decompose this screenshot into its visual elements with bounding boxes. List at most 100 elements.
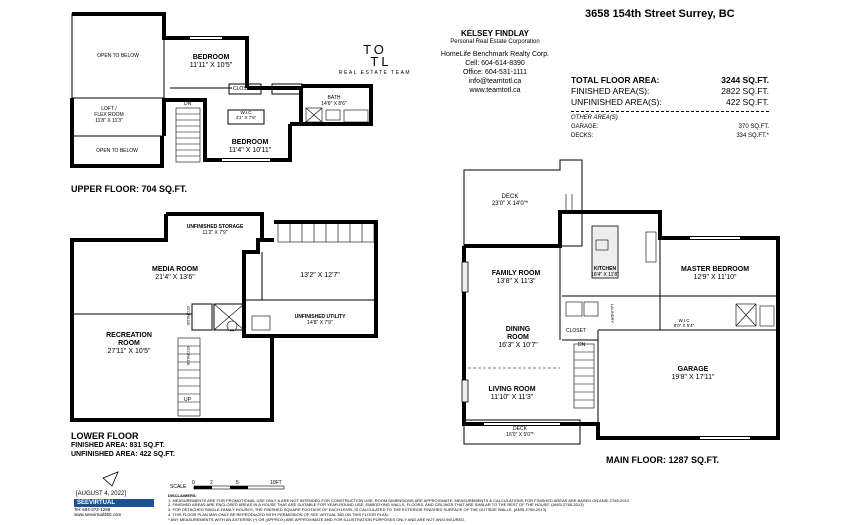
rec-name-2: ROOM (118, 340, 140, 347)
deck-bottom-dim: 16'0" X 5'0"* (506, 432, 534, 438)
agent-title: Personal Real Estate Corporation (450, 39, 540, 45)
total-area-value: 3244 SQ.FT. (721, 75, 769, 85)
disclaimer-3: 3. FOR DETACHED SINGLE-FAMILY HOUSES, TH… (168, 507, 547, 513)
lower-unfinished-area: UNFINISHED AREA: 422 SQ.FT. (71, 451, 175, 458)
decks-area-label: DECKS: (571, 133, 594, 139)
agent-email[interactable]: info@teamtotl.ca (468, 78, 522, 85)
main-wic-dim: 8'0" X 5'4" (673, 323, 695, 328)
wic-dim: 4'1" X 7'6" (235, 115, 257, 120)
main-floor-plan (461, 159, 780, 445)
storage-dim: 11'2" X 7'9" (202, 230, 228, 236)
master-dim: 12'9" X 11'10" (693, 274, 737, 281)
upper-bath: BATH 14'6" X 8'6" (304, 95, 364, 107)
main-closet: CLOSET (566, 328, 587, 334)
brand-phone: Tel: 604-372-1288 (74, 507, 111, 512)
scale-2: 2 (210, 480, 213, 486)
rec-name: RECREATION (106, 332, 152, 339)
upper-closet-1: CLOSET (233, 86, 254, 92)
deck-top-name: DECK (501, 194, 519, 200)
garage-dim: 19'8" X 17'11" (671, 374, 715, 381)
disclaimer-1: 1. MEASUREMENTS ARE FOR PROMOTIONAL USE … (168, 497, 629, 503)
lower-storage: UNFINISHED STORAGE 11'2" X 7'9" (170, 224, 260, 236)
finished-area-value: 2822 SQ.FT. (721, 86, 769, 96)
lower-finished-area: FINISHED AREA: 831 SQ.FT. (71, 442, 165, 449)
main-garage: GARAGE 19'8" X 17'11" (648, 366, 738, 382)
upper-open-below-2: OPEN TO BELOW (96, 148, 138, 154)
upper-bedroom-1: BEDROOM 11'11" X 10'5" (180, 54, 242, 70)
utility-name: UNFINISHED UTILITY (294, 314, 346, 320)
dining-dim: 16'3" X 10'7" (498, 342, 538, 349)
loft-name-2: FLEX ROOM (94, 112, 124, 118)
lower-up: UP (184, 397, 191, 403)
seevirtual-logo: SEEVIRTUAL Tel: 604-372-1288 www.seevirt… (74, 499, 154, 521)
area-summary: TOTAL FLOOR AREA: 3244 SQ.FT. FINISHED AR… (571, 75, 769, 141)
dining-name-2: ROOM (507, 334, 529, 341)
upper-closet-2: CLOSET (275, 86, 296, 92)
lower-utility: UNFINISHED UTILITY 14'8" X 7'9" (270, 314, 370, 326)
garage-area-label: GARAGE: (571, 124, 599, 130)
main-master-bedroom: MASTER BEDROOM 12'9" X 11'10" (665, 266, 765, 282)
main-wic-name: W.I.C (678, 318, 690, 323)
agent-brokerage: HomeLife Benchmark Realty Corp. (440, 51, 550, 58)
team-logo: TO TL REAL ESTATE TEAM (330, 42, 420, 76)
lower-storage-small-2: STORAGE (186, 346, 191, 366)
utility-dim: 14'8" X 7'9" (307, 320, 333, 326)
disclaimer-5: * ANY MEASUREMENTS WITH AN ASTERISK (*) … (168, 516, 466, 522)
main-deck-bottom: DECK 16'0" X 5'0"* (490, 426, 550, 438)
disclaimer-title: DISCLAIMERS: (168, 493, 197, 498)
kitchen-dim: 18'4" X 11'8" (591, 272, 619, 278)
bed2-name: BEDROOM (231, 139, 269, 146)
family-name: FAMILY ROOM (491, 270, 541, 277)
main-deck-top: DECK 23'0" X 14'0"* (470, 194, 550, 208)
living-name: LIVING ROOM (488, 386, 536, 393)
kitchen-name: KITCHEN (593, 266, 617, 272)
agent-cell: Cell: 604-614-8390 (465, 60, 525, 67)
bath-name: BATH (327, 95, 341, 101)
wic-name: W.I.C (240, 110, 252, 115)
property-address: 3658 154th Street Surrey, BC (585, 8, 735, 20)
garage-area-value: 370 SQ.FT. (738, 124, 769, 130)
lower-storage-small-1: STORAGE (186, 306, 191, 326)
living-dim: 11'10" X 11'3" (490, 394, 534, 401)
loft-name: LOFT / (101, 106, 117, 112)
upper-loft-label: LOFT / FLEX ROOM 11'8" X 11'3" (78, 106, 140, 124)
decks-area-value: 334 SQ.FT.* (736, 133, 769, 139)
storage-name: UNFINISHED STORAGE (186, 224, 244, 230)
lower-floor-plan (70, 212, 378, 422)
disclaimer-4: 4. THIS FLOOR PLAN MAY ONLY BE REPRODUCE… (168, 511, 389, 517)
main-laundry: LAUNDRY (610, 304, 615, 324)
lower-media-room: MEDIA ROOM 21'4" X 13'6" (130, 266, 220, 282)
main-living-room: LIVING ROOM 11'10" X 11'3" (472, 386, 552, 402)
agent-website[interactable]: www.teamtotl.ca (469, 87, 521, 94)
disclaimers: DISCLAIMERS: 1. MEASUREMENTS ARE FOR PRO… (168, 493, 788, 522)
logo-line-2: TL (370, 54, 392, 69)
main-kitchen: KITCHEN 18'4" X 11'8" (580, 266, 630, 278)
main-floor-caption: MAIN FLOOR: 1287 SQ.FT. (606, 455, 720, 465)
finished-area-label: FINISHED AREA(S): (571, 86, 650, 96)
scale-label: SCALE (170, 484, 187, 490)
lower-room-dim: 13'2" X 12'7" (300, 272, 340, 279)
bed2-dim: 11'4" X 10'11" (228, 147, 272, 154)
bed1-name: BEDROOM (192, 54, 230, 61)
scale-0: 0 (192, 480, 195, 486)
rec-dim: 27'11" X 10'5" (107, 348, 151, 355)
master-name: MASTER BEDROOM (680, 266, 750, 273)
agent-name: KELSEY FINDLAY (460, 29, 529, 38)
upper-dn: DN (184, 101, 192, 107)
upper-bedroom-2: BEDROOM 11'4" X 10'11" (215, 139, 285, 155)
deck-top-dim: 23'0" X 14'0"* (491, 201, 529, 207)
other-area-label: OTHER AREA(S) (571, 115, 618, 121)
main-dining-room: DINING ROOM 16'3" X 10'7" (478, 326, 558, 350)
agent-office: Office: 604-531-1111 (462, 69, 528, 76)
upper-floor-caption: UPPER FLOOR: 704 SQ.FT. (71, 184, 188, 194)
total-area-label: TOTAL FLOOR AREA: (571, 75, 660, 85)
media-dim: 21'4" X 13'6" (155, 274, 195, 281)
scale-5: 5 (236, 480, 239, 486)
unfinished-area-value: 422 SQ.FT. (726, 97, 769, 107)
lower-recreation-room: RECREATION ROOM 27'11" X 10'5" (84, 332, 174, 356)
media-name: MEDIA ROOM (151, 266, 199, 273)
main-wic: W.I.C 8'0" X 5'4" (664, 318, 704, 328)
brand-web[interactable]: www.seevirtual360.com (74, 512, 122, 517)
logo-line-1: TO (363, 42, 387, 57)
unfinished-area-label: UNFINISHED AREA(S): (571, 97, 662, 107)
